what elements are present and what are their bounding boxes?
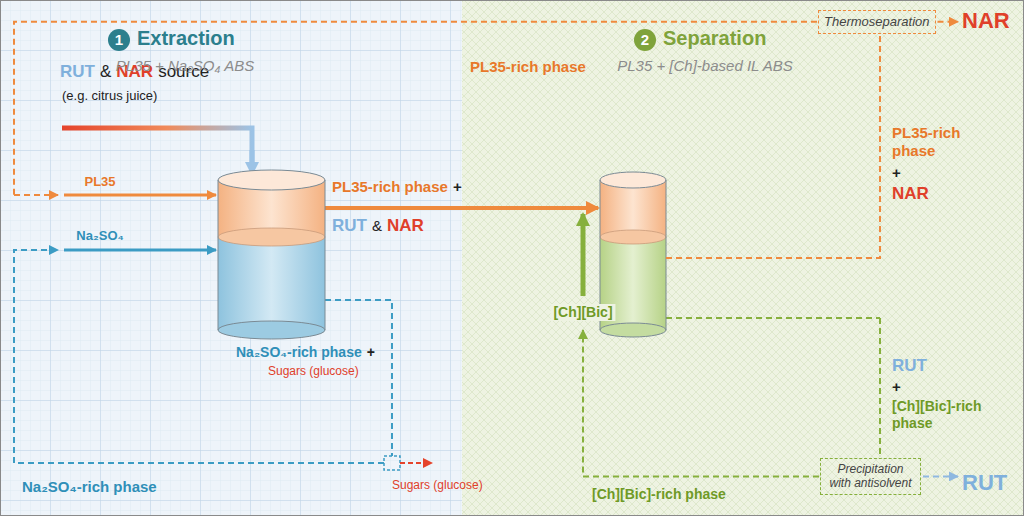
- stream-label: PL35: [84, 174, 115, 190]
- salt-return: [14, 462, 384, 464]
- source-example: (e.g. citrus juice): [62, 88, 157, 104]
- top-phase-transfer: [325, 206, 598, 210]
- stream-label: PL35-rich phase: [892, 124, 972, 160]
- label-group: +: [892, 378, 901, 396]
- product-arrow: [938, 21, 959, 23]
- product-label: NAR: [962, 8, 1010, 34]
- separation-ground: [462, 0, 1024, 516]
- plus-sign: +: [367, 344, 375, 361]
- label-group: Na₂SO₄: [76, 228, 123, 244]
- label-group: Sugars (glucose): [392, 478, 483, 492]
- panel-title: Separation: [663, 26, 766, 50]
- stream-label: PL35-rich phase: [470, 58, 586, 76]
- bottom-phase-out: [879, 318, 881, 456]
- label-group: [Ch][Bic]-rich phase: [892, 398, 1004, 432]
- compound-name: NAR: [892, 184, 929, 204]
- panel-subtitle: PL35 + [Ch]-based IL ABS: [617, 57, 793, 75]
- compound-name: RUT: [892, 356, 927, 376]
- salt-recycle: [14, 250, 58, 463]
- connector-word: &: [100, 62, 111, 82]
- pl35-recycle-arrow: [14, 194, 58, 196]
- label-group: (e.g. citrus juice): [62, 88, 157, 104]
- compound-name: NAR: [387, 216, 424, 236]
- panel-subtitle: PL35 + Na₂SO₄ ABS: [116, 57, 254, 75]
- process-box: Precipitation with antisolvent: [820, 458, 921, 495]
- bottom-phase-out: [666, 317, 880, 319]
- il-recycle: [583, 330, 819, 476]
- hatch-texture: [462, 0, 1024, 516]
- stream-label: PL35-rich phase: [332, 178, 448, 196]
- label-group: [Ch][Bic]-rich phase: [592, 486, 726, 503]
- byproduct-label: Sugars (glucose): [268, 364, 359, 378]
- product-arrow: [923, 475, 958, 477]
- compound-name: RUT: [332, 216, 367, 236]
- stream-label: [Ch][Bic]: [553, 304, 612, 321]
- salt-feed: [64, 249, 216, 252]
- label-group: PL35: [84, 174, 115, 190]
- product-label: RUT: [962, 470, 1007, 496]
- sugar-removal-unit: [384, 456, 400, 470]
- label-group: Sugars (glucose): [268, 364, 359, 378]
- extraction-ground: [0, 0, 462, 516]
- process-box: Thermoseparation: [818, 10, 936, 34]
- label-group: NAR: [962, 8, 1010, 34]
- label-group: RUT&NAR: [332, 216, 424, 236]
- separation-vessel: [600, 172, 666, 337]
- compound-name: RUT: [60, 62, 95, 82]
- stream-label: [Ch][Bic]-rich phase: [892, 398, 1004, 432]
- label-group: [Ch][Bic]: [550, 304, 615, 321]
- process-name: Thermoseparation: [824, 14, 930, 30]
- plus-sign: +: [892, 378, 901, 396]
- pl35-feed: [64, 194, 216, 197]
- plus-sign: +: [892, 164, 901, 182]
- label-group: RUT: [892, 356, 927, 376]
- stream-label: Na₂SO₄: [76, 228, 123, 244]
- stream-label: Na₂SO₄-rich phase: [236, 344, 362, 361]
- step-number: 1: [108, 29, 130, 51]
- stream-label: Na₂SO₄-rich phase: [22, 478, 157, 496]
- label-group: Na₂SO₄-rich phase +: [236, 344, 375, 361]
- step-number: 2: [634, 29, 656, 51]
- label-group: NAR: [892, 184, 929, 204]
- grid-texture: [0, 0, 462, 516]
- source-stream: [62, 128, 252, 172]
- extraction-panel: 1 ExtractionPL35 + Na₂SO₄ ABS: [0, 0, 462, 516]
- label-group: PL35-rich phase +: [332, 178, 462, 196]
- extraction-vessel: [218, 170, 325, 339]
- separation-panel: 2 SeparationPL35 + [Ch]-based IL ABS Therm…: [462, 0, 1024, 516]
- salt-phase-out: [325, 300, 392, 456]
- plus-sign: +: [453, 178, 462, 196]
- pl35-recycle: [14, 22, 817, 197]
- panel-title: Extraction: [137, 26, 235, 50]
- process-name: Precipitation with antisolvent: [826, 462, 915, 491]
- label-group: +: [892, 164, 901, 182]
- label-group: PL35-rich phase: [892, 124, 972, 160]
- byproduct-label: Sugars (glucose): [392, 478, 483, 492]
- label-group: PL35-rich phase: [470, 58, 586, 76]
- label-group: Na₂SO₄-rich phase: [22, 478, 157, 496]
- stream-label: [Ch][Bic]-rich phase: [592, 486, 726, 503]
- label-group: RUT: [962, 470, 1007, 496]
- sugar-out: [400, 462, 432, 464]
- il-feed: [581, 214, 586, 296]
- connector-word: &: [372, 217, 382, 235]
